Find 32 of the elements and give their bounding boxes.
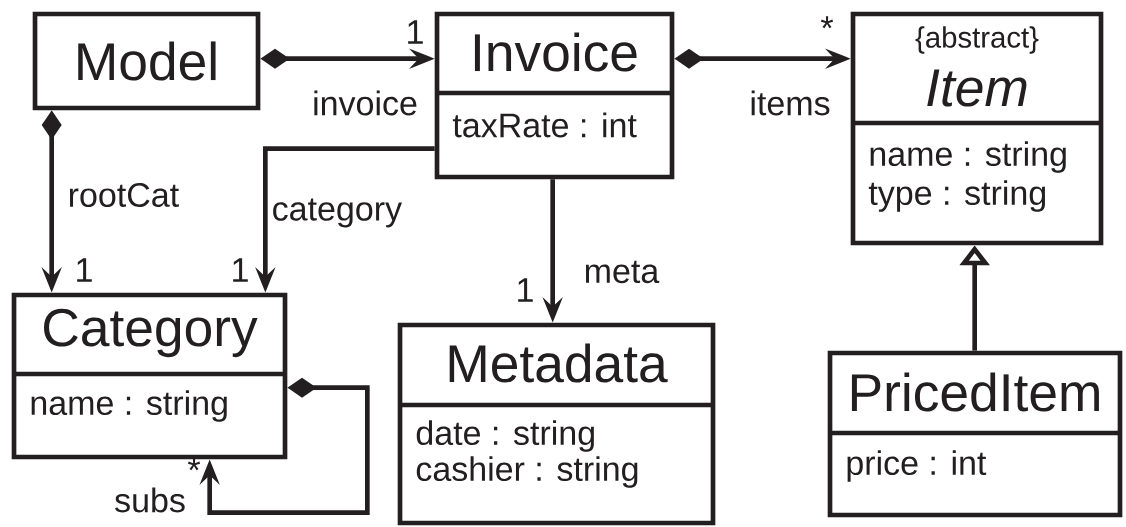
attribute-text: type : string xyxy=(868,180,1046,212)
role-label: rootCat xyxy=(66,181,181,209)
role-label: category xyxy=(270,197,404,229)
class-box xyxy=(32,11,261,111)
attribute-text: taxRate : int xyxy=(452,112,637,138)
multiplicity-label: 1 xyxy=(233,258,248,282)
class-box xyxy=(11,292,288,460)
multiplicity-label: * xyxy=(187,458,201,471)
class-box xyxy=(434,11,675,180)
class-name: Model xyxy=(78,41,216,81)
role-label: items xyxy=(748,89,832,117)
class-box xyxy=(397,322,716,526)
attribute-text: name : string xyxy=(870,141,1066,173)
multiplicity-label: 1 xyxy=(518,278,533,302)
class-name: Metadata xyxy=(449,343,668,383)
class-name: Invoice xyxy=(474,32,637,72)
class-box xyxy=(850,11,1104,246)
multiplicity-label: 1 xyxy=(408,20,423,44)
attribute-text: name : string xyxy=(31,390,227,422)
class-name: PricedItem xyxy=(851,372,1099,412)
stereotype-text: {abstract} xyxy=(915,26,1039,54)
attribute-text: price : int xyxy=(847,450,987,482)
class-name: Category xyxy=(44,308,258,358)
role-label: meta xyxy=(582,259,661,285)
multiplicity-label: * xyxy=(820,16,834,29)
class-name: Item xyxy=(927,69,1027,107)
class-box xyxy=(827,350,1123,518)
role-label: invoice xyxy=(310,89,420,117)
role-label: subs xyxy=(112,486,188,514)
attribute-text: cashier : string xyxy=(416,456,638,488)
attribute-text: date : string xyxy=(416,420,594,452)
multiplicity-label: 1 xyxy=(77,258,92,282)
